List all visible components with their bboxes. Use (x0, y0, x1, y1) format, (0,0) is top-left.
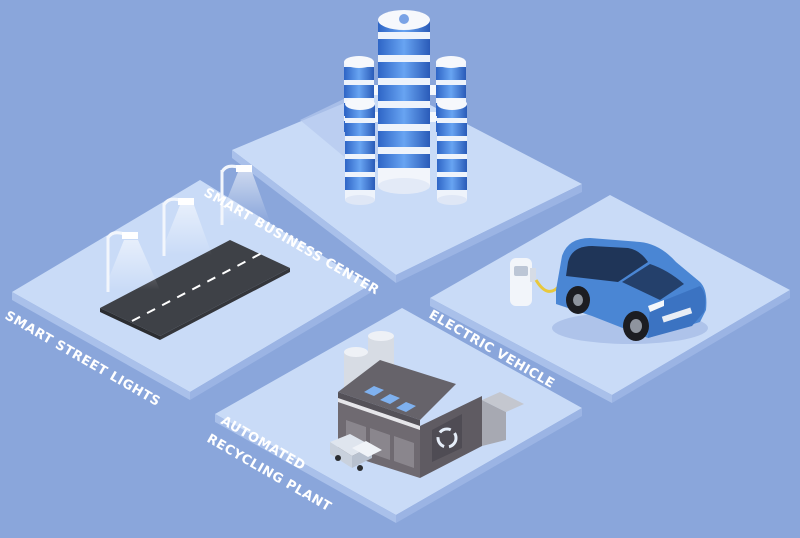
tower-front-left (345, 98, 375, 205)
electric-car (552, 238, 708, 344)
street-light-1 (104, 231, 160, 292)
recycle-icon (432, 414, 462, 462)
road (100, 240, 290, 340)
tower-front-right (437, 98, 467, 205)
garbage-truck (330, 434, 382, 471)
tower-central (378, 10, 430, 194)
street-light-3 (218, 164, 270, 225)
business-center-building (300, 10, 467, 205)
street-light-2 (160, 197, 212, 256)
